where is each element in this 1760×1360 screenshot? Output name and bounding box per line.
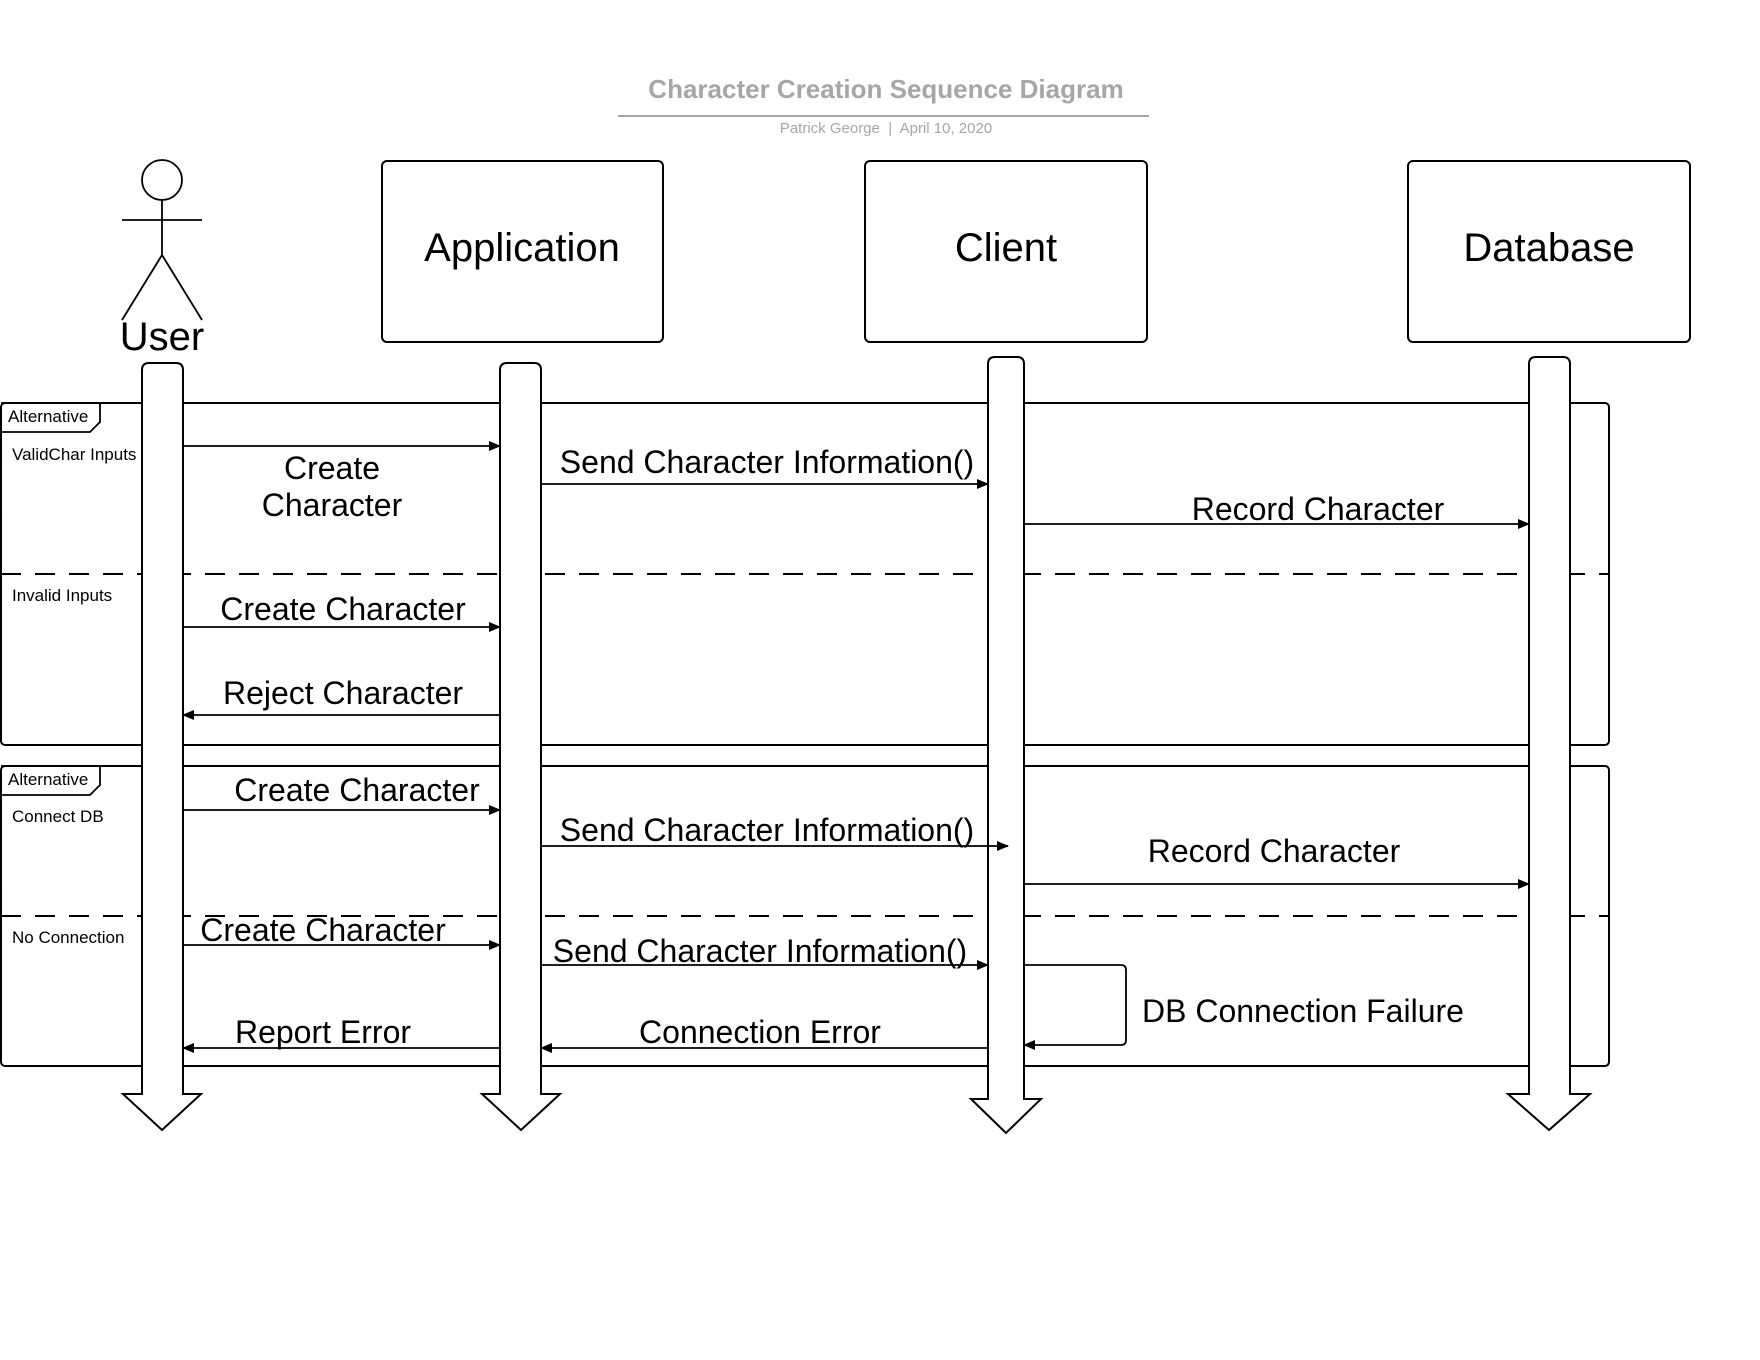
participant-database: Database: [1407, 160, 1691, 343]
alt-fragment-2-guard-no-connection: No Connection: [12, 928, 124, 947]
self-message-arrow: [1023, 964, 1127, 1050]
message-label: Report Error: [235, 1014, 411, 1050]
lifeline-user: [120, 362, 204, 1132]
message-create-character-connect: Create Character: [183, 772, 501, 815]
message-record-character-connect: Record Character: [1024, 833, 1530, 889]
message-label: Record Character: [1192, 491, 1445, 527]
message-create-character-invalid: Create Character: [183, 591, 501, 632]
message-label-line1: Create: [284, 450, 380, 486]
alt-fragment-2-operator: Alternative: [8, 770, 88, 789]
message-connection-error: Connection Error: [540, 1014, 988, 1053]
stick-figure-left-leg: [121, 254, 163, 321]
message-db-connection-failure: DB Connection Failure: [1023, 964, 1464, 1050]
participant-application-label: Application: [424, 226, 620, 270]
alt-fragment-1-guard-invalid: Invalid Inputs: [12, 586, 112, 605]
message-create-character-valid: Create Character: [183, 441, 501, 523]
stick-figure-right-leg: [161, 254, 203, 321]
alt-fragment-1-guard-valid: ValidChar Inputs: [12, 445, 136, 464]
participant-application: Application: [381, 160, 664, 343]
alt-fragment-2-tag-box: [1, 765, 101, 796]
message-send-character-info-connect: Send Character Information(): [541, 812, 1009, 851]
alt-fragment-1-operator: Alternative: [8, 407, 88, 426]
message-label: Record Character: [1148, 833, 1401, 869]
message-label: Create Character: [234, 772, 480, 808]
stick-figure-head: [141, 159, 183, 201]
message-record-character-valid: Record Character: [1024, 491, 1530, 529]
message-report-error: Report Error: [182, 1014, 500, 1053]
alt-fragment-2-guard-connect: Connect DB: [12, 807, 104, 826]
message-send-character-info-no-connection: Send Character Information(): [541, 933, 989, 970]
message-label: Reject Character: [223, 675, 463, 711]
message-label: DB Connection Failure: [1142, 993, 1464, 1029]
alt-fragment-1: Alternative ValidChar Inputs Invalid Inp…: [0, 402, 1610, 746]
message-create-character-no-connection: Create Character: [183, 912, 501, 950]
lifeline-client: [968, 356, 1044, 1135]
message-label-line2: Character: [262, 487, 403, 523]
participant-application-box: [381, 160, 664, 343]
actor-user: User: [120, 159, 204, 359]
message-label: Send Character Information(): [560, 812, 974, 848]
message-send-character-info-valid: Send Character Information(): [541, 444, 989, 489]
message-label: Create Character: [220, 591, 466, 627]
participant-client-box: [864, 160, 1148, 343]
lifeline-database: [1505, 356, 1593, 1132]
alt-fragment-1-tag-box: [1, 402, 101, 433]
diagram-subtitle: Patrick George | April 10, 2020: [780, 120, 992, 137]
actor-user-label: User: [120, 315, 204, 359]
participant-database-box: [1407, 160, 1691, 343]
message-label: Create Character: [200, 912, 446, 948]
participant-database-label: Database: [1463, 226, 1634, 270]
diagram-title: Character Creation Sequence Diagram: [648, 74, 1123, 104]
participant-client-label: Client: [955, 226, 1057, 270]
participant-client: Client: [864, 160, 1148, 343]
lifeline-application: [479, 362, 563, 1132]
message-label: Send Character Information(): [560, 444, 974, 480]
message-label: Connection Error: [639, 1014, 881, 1050]
message-reject-character: Reject Character: [182, 675, 500, 720]
alt-fragment-2: Alternative Connect DB No Connection: [0, 765, 1610, 1067]
message-label: Send Character Information(): [553, 933, 967, 969]
